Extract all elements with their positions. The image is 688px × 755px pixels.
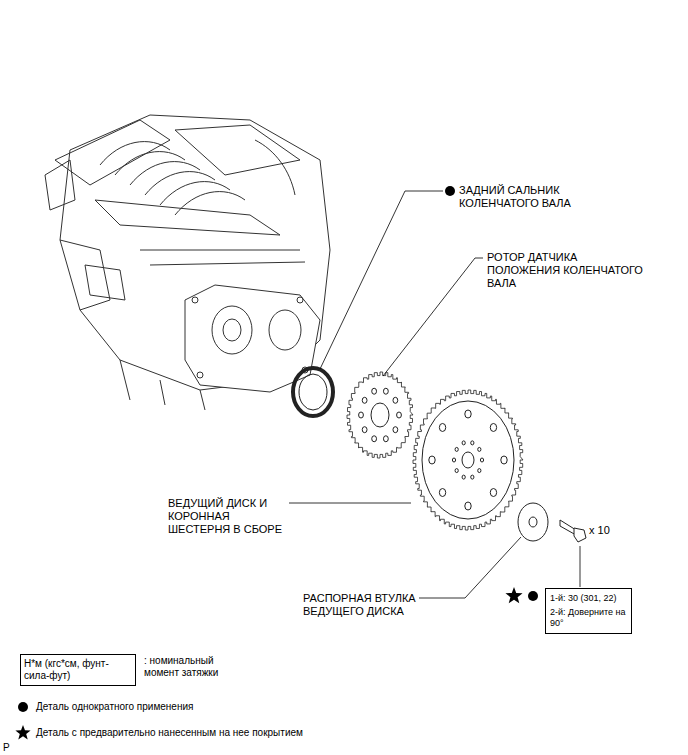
plate-bolt-hole (478, 469, 481, 473)
plate-bolt-hole (471, 475, 474, 479)
plate-window (490, 489, 496, 497)
rotor-hole (383, 388, 388, 394)
part-name: РОТОР ДАТЧИКА ПОЛОЖЕНИЯ КОЛЕНЧАТОГО ВАЛА (487, 251, 647, 290)
torque-spec-box: 1-й: 30 (301, 22) 2-й: Доверните на 90° (545, 588, 632, 634)
quantity: x 10 (589, 524, 629, 537)
plate-window (439, 423, 445, 431)
plate-window (501, 456, 507, 464)
plate-bolt-hole (471, 441, 474, 445)
star-symbol (505, 587, 522, 603)
plate-bolt-hole (455, 447, 458, 451)
rotor-hole (359, 412, 364, 418)
sensor-rotor (347, 372, 413, 458)
legend-text: Деталь однократного применения (36, 701, 436, 713)
star-symbol (15, 725, 30, 739)
rotor-hole (393, 427, 398, 433)
plate-bolt-hole (478, 447, 481, 451)
rotor-hub (371, 403, 389, 427)
plate-rim (422, 401, 514, 519)
plate-bolt-hole (452, 458, 455, 462)
legend-unit-box: Н*м (кгс*см, фунт-сила-фут) (20, 654, 136, 686)
drive-plate (413, 390, 523, 530)
spacer (518, 503, 548, 541)
plate-bolt-hole (462, 441, 465, 445)
bolt (560, 520, 586, 542)
star-symbols (15, 587, 522, 739)
part-name: РАСПОРНАЯ ВТУЛКА ВЕДУЩЕГО ДИСКА (303, 592, 421, 618)
plate-bolt-hole (462, 475, 465, 479)
part-name: ЗАДНИЙ САЛЬНИК КОЛЕНЧАТОГО ВАЛА (459, 184, 584, 210)
plate-bolt-hole (480, 458, 483, 462)
symbols (18, 186, 538, 712)
plate-window (429, 456, 435, 464)
plate-window (465, 410, 471, 418)
oil-seal (293, 368, 333, 416)
legend-text: Деталь с предварительно нанесенным на не… (36, 727, 456, 739)
plate-window (465, 502, 471, 510)
plate-window (490, 423, 496, 431)
rotor-hole (362, 427, 367, 433)
rotor-hole (372, 436, 377, 442)
plate-window (439, 489, 445, 497)
rotor-hole (393, 397, 398, 403)
plate-hub (462, 452, 474, 468)
torque-value: 1-й: 30 (301, 22) (550, 593, 627, 604)
rotor-hole (397, 412, 402, 418)
legend-text: : номинальный момент затяжки (144, 655, 234, 679)
part-name: ВЕДУЩИЙ ДИСК И КОРОННАЯ ШЕСТЕРНЯ В СБОРЕ (168, 497, 286, 536)
rotor-hole (362, 397, 367, 403)
plate-bolt-hole (455, 469, 458, 473)
rotor-hole (383, 436, 388, 442)
rotor-hole (372, 388, 377, 394)
engine-illustration (45, 115, 330, 410)
page-mark: P (3, 741, 23, 754)
torque-value: 2-й: Доверните на 90° (550, 607, 627, 629)
unit-text: Н*м (кгс*см, фунт-сила-фут) (24, 658, 132, 682)
